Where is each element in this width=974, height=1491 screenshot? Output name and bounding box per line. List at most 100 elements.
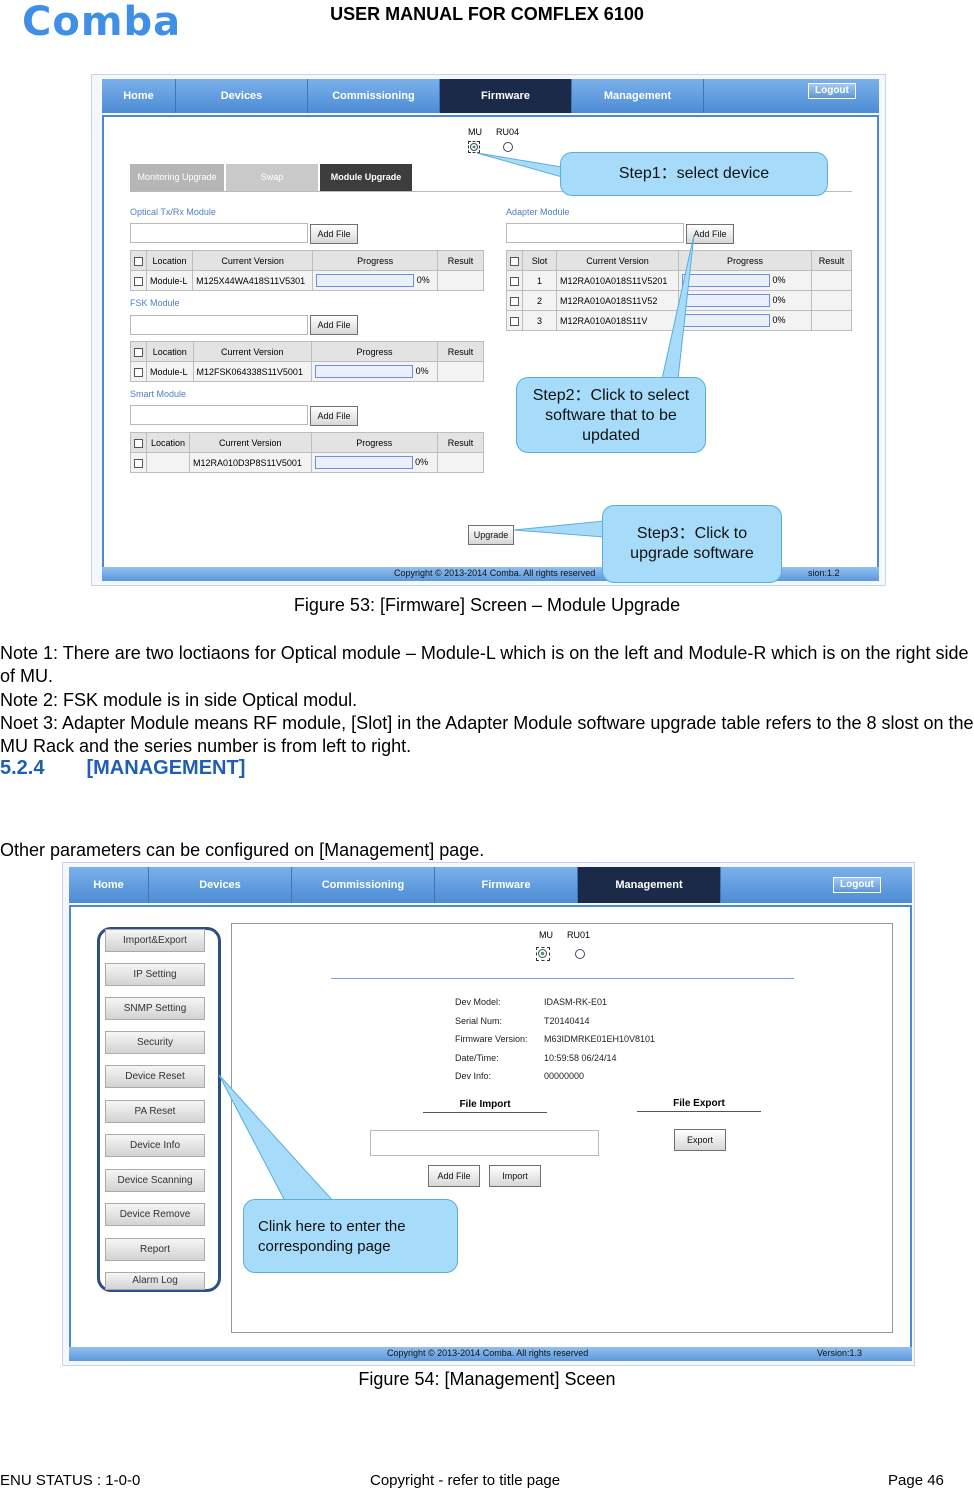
device-mu-label: MU <box>539 930 553 940</box>
import-button[interactable]: Import <box>489 1165 541 1187</box>
file-import-title: File Import <box>423 1099 547 1113</box>
note-2: Note 2: FSK module is in side Optical mo… <box>0 690 358 710</box>
cell-location: Module-L <box>146 361 194 382</box>
cell-result <box>437 270 484 291</box>
cell-version: M125X44WA418S11V5301 <box>192 270 314 291</box>
section-number: 5.2.4 <box>0 757 45 779</box>
sidebar-item-alarm-log[interactable]: Alarm Log <box>105 1272 205 1290</box>
table-row: M12RA010D3P8S11V5001 0% <box>130 452 484 473</box>
row-checkbox[interactable] <box>134 367 143 377</box>
cell-progress: 0% <box>416 274 430 285</box>
step1-callout: Step1：select device <box>560 152 828 196</box>
section-heading: 5.2.4[MANAGEMENT] <box>0 757 245 780</box>
device-ru-radio[interactable] <box>575 949 585 959</box>
select-all-checkbox[interactable] <box>510 256 519 266</box>
col-location: Location <box>145 432 191 453</box>
sidebar-item-device-reset[interactable]: Device Reset <box>105 1065 205 1088</box>
smart-file-field[interactable] <box>130 405 308 425</box>
add-file-button[interactable]: Add File <box>428 1165 480 1187</box>
sidebar-callout: Clink here to enter the corresponding pa… <box>243 1199 458 1273</box>
sidebar-item-report[interactable]: Report <box>105 1238 205 1261</box>
col-progress: Progress <box>312 250 438 271</box>
cell-location: Module-L <box>145 270 194 291</box>
cell-progress: 0% <box>415 456 429 467</box>
optical-module-title: Optical Tx/Rx Module <box>130 207 216 217</box>
adapter-file-field[interactable] <box>506 223 684 243</box>
sidebar-item-import-export[interactable]: Import&Export <box>105 929 205 952</box>
nav-commissioning[interactable]: Commissioning <box>292 867 435 903</box>
nav-commissioning[interactable]: Commissioning <box>308 79 440 113</box>
info-key: Date/Time: <box>455 1052 499 1063</box>
tab-monitoring-upgrade[interactable]: Monitoring Upgrade <box>130 164 224 191</box>
device-mu-radio[interactable] <box>468 141 480 153</box>
logout-button[interactable]: Logout <box>808 83 856 99</box>
info-key: Dev Info: <box>455 1071 492 1081</box>
sidebar-item-ip-setting[interactable]: IP Setting <box>105 963 205 986</box>
row-checkbox[interactable] <box>510 276 519 286</box>
cell-progress: 0% <box>772 294 786 305</box>
export-button[interactable]: Export <box>674 1129 726 1151</box>
nav-home[interactable]: Home <box>102 79 176 113</box>
progress-bar <box>316 274 415 287</box>
device-ru-radio[interactable] <box>503 142 513 152</box>
info-value: IDASM-RK-E01 <box>544 997 608 1007</box>
info-key: Dev Model: <box>455 997 501 1007</box>
row-checkbox[interactable] <box>134 276 143 286</box>
top-nav: Home Devices Commissioning Firmware Mana… <box>102 79 879 113</box>
nav-devices[interactable]: Devices <box>176 79 308 113</box>
sidebar-item-snmp-setting[interactable]: SNMP Setting <box>105 997 205 1020</box>
nav-firmware[interactable]: Firmware <box>440 79 572 113</box>
sidebar-item-security[interactable]: Security <box>105 1031 205 1054</box>
sidebar-item-device-info[interactable]: Device Info <box>105 1134 205 1157</box>
import-file-field[interactable] <box>370 1130 599 1156</box>
info-value: M63IDMRKE01EH10V8101 <box>544 1034 656 1044</box>
device-info-values: IDASM-RK-E01 T20140414 M63IDMRKE01EH10V8… <box>544 993 655 1086</box>
device-mu-radio[interactable] <box>536 947 550 961</box>
nav-management[interactable]: Management <box>578 867 721 903</box>
upgrade-button[interactable]: Upgrade <box>468 525 514 545</box>
callout-pointer <box>218 1074 335 1202</box>
select-all-checkbox[interactable] <box>134 347 143 357</box>
figure-53-caption: Figure 53: [Firmware] Screen – Module Up… <box>293 595 681 615</box>
cell-version: M12FSK064338S11V5001 <box>192 361 313 382</box>
fsk-file-field[interactable] <box>130 315 308 335</box>
nav-firmware[interactable]: Firmware <box>435 867 578 903</box>
optical-add-file-button[interactable]: Add File <box>310 224 358 244</box>
optical-file-field[interactable] <box>130 223 308 243</box>
cell-result <box>811 310 852 331</box>
cell-result <box>437 361 484 382</box>
tab-module-upgrade[interactable]: Module Upgrade <box>320 164 412 191</box>
sidebar-item-pa-reset[interactable]: PA Reset <box>105 1100 205 1123</box>
tab-swap[interactable]: Swap <box>226 164 318 191</box>
row-checkbox[interactable] <box>510 316 519 326</box>
fsk-module-title: FSK Module <box>130 298 180 308</box>
tab-underline <box>130 191 852 192</box>
nav-management[interactable]: Management <box>572 79 704 113</box>
select-all-checkbox[interactable] <box>134 438 143 448</box>
smart-add-file-button[interactable]: Add File <box>310 406 358 426</box>
nav-home[interactable]: Home <box>69 867 149 903</box>
adapter-add-file-button[interactable]: Add File <box>686 224 734 244</box>
file-export-title: File Export <box>637 1098 761 1112</box>
sidebar-item-device-scanning[interactable]: Device Scanning <box>105 1169 205 1192</box>
management-screenshot: Home Devices Commissioning Firmware Mana… <box>62 862 915 1366</box>
device-info-keys: Dev Model: Serial Num: Firmware Version:… <box>455 993 528 1086</box>
callout-pointers <box>476 152 695 538</box>
cell-location <box>145 452 191 473</box>
row-checkbox[interactable] <box>510 296 519 306</box>
select-all-checkbox[interactable] <box>134 256 143 266</box>
nav-devices[interactable]: Devices <box>149 867 292 903</box>
footer-page-number: Page 46 <box>888 1472 944 1489</box>
info-key: Serial Num: <box>455 1015 503 1026</box>
sidebar-item-device-remove[interactable]: Device Remove <box>105 1203 205 1226</box>
row-checkbox[interactable] <box>134 458 143 468</box>
col-version: Current Version <box>556 250 679 271</box>
col-version: Current Version <box>192 250 314 271</box>
logout-button[interactable]: Logout <box>833 877 881 893</box>
col-version: Current Version <box>189 432 312 453</box>
progress-bar <box>314 456 413 469</box>
fsk-add-file-button[interactable]: Add File <box>310 315 358 335</box>
